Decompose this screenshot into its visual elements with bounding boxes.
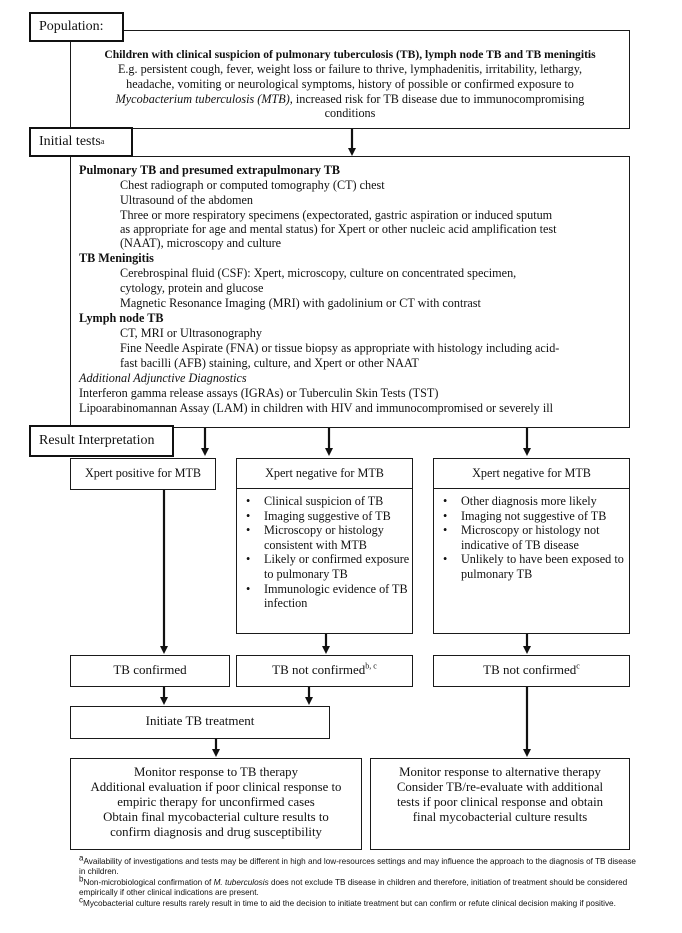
monitor-right-line: Consider TB/re-evaluate with additional [396, 780, 604, 794]
meningitis-item: Cerebrospinal fluid (CSF): Xpert, micros… [120, 266, 517, 280]
monitor-alternative-therapy-box [370, 758, 630, 850]
population-line-1: E.g. persistent cough, fever, weight los… [117, 62, 583, 76]
organism-name: Mycobacterium tuberculosis (MTB), [115, 92, 293, 106]
tb-not-confirmed-box-3 [433, 655, 630, 687]
list-item: Unlikely to have been exposed to pulmona… [439, 552, 627, 581]
lymph-item: CT, MRI or Ultrasonography [120, 326, 262, 340]
monitor-right-line: Monitor response to alternative therapy [399, 765, 601, 779]
list-item: Microscopy or histology consistent with … [242, 523, 410, 552]
monitor-right-line: final mycobacterial culture results [412, 810, 588, 824]
meningitis-item: Magnetic Resonance Imaging (MRI) with ga… [120, 296, 481, 310]
tb-not-confirmed-sup-3: c [576, 661, 580, 671]
list-item: Imaging not suggestive of TB [439, 509, 627, 524]
col3-title: Xpert negative for MTB [472, 466, 591, 480]
population-box [70, 30, 630, 129]
meningitis-heading: TB Meningitis [79, 251, 154, 265]
population-line-3-rest: increased risk for TB disease due to imm… [292, 92, 585, 106]
footnote-b-organism: M. tuberculosis [213, 878, 269, 887]
footnote-b-marker: b [79, 874, 84, 884]
tb-not-confirmed-text-3: TB not confirmed [483, 662, 577, 677]
pulmonary-item: Ultrasound of the abdomen [120, 193, 254, 207]
footnote-c-marker: c [79, 895, 83, 905]
lymph-item: fast bacilli (AFB) staining, culture, an… [120, 356, 419, 370]
col1-title: Xpert positive for MTB [84, 466, 202, 480]
col1-xpert-positive-box [70, 458, 216, 490]
list-item: Other diagnosis more likely [439, 494, 627, 509]
lymph-heading: Lymph node TB [79, 311, 164, 325]
pulmonary-item: as appropriate for age and mental status… [120, 222, 557, 236]
population-header: Population: [29, 12, 124, 42]
adjunctive-item: Lipoarabinomannan Assay (LAM) in childre… [79, 401, 553, 415]
monitor-right-line: tests if poor clinical response and obta… [396, 795, 604, 809]
list-item: Immunologic evidence of TB infection [242, 582, 410, 611]
footnote-a-text: Availability of investigations and tests… [79, 857, 636, 876]
col3-divider [433, 488, 630, 489]
initial-tests-box [70, 156, 630, 428]
footnote-b: bNon-microbiological confirmation of M. … [79, 875, 639, 898]
population-line-4: conditions [324, 106, 376, 120]
footnote-a: aAvailability of investigations and test… [79, 854, 639, 877]
col3-bullets: Other diagnosis more likely Imaging not … [439, 494, 627, 582]
tb-confirmed-label: TB confirmed [113, 662, 187, 677]
pulmonary-item: Chest radiograph or computed tomography … [120, 178, 385, 192]
list-item: Clinical suspicion of TB [242, 494, 410, 509]
list-item: Microscopy or histology not indicative o… [439, 523, 627, 552]
monitor-left-line: Monitor response to TB therapy [134, 765, 298, 779]
adjunctive-item: Interferon gamma release assays (IGRAs) … [79, 386, 439, 400]
tb-not-confirmed-label-2: TB not confirmedb, c [236, 661, 413, 678]
monitor-tb-therapy-box [70, 758, 362, 850]
monitor-left-line: confirm diagnosis and drug susceptibilit… [110, 825, 322, 839]
tb-not-confirmed-label-3: TB not confirmedc [433, 661, 630, 678]
list-item: Imaging suggestive of TB [242, 509, 410, 524]
tb-not-confirmed-sup-2: b, c [365, 661, 377, 671]
list-item: Likely or confirmed exposure to pulmonar… [242, 552, 410, 581]
result-interpretation-header: Result Interpretation [29, 425, 174, 457]
initiate-treatment-label: Initiate TB treatment [145, 713, 255, 728]
pulmonary-item: Three or more respiratory specimens (exp… [120, 208, 553, 222]
tb-not-confirmed-box-2 [236, 655, 413, 687]
col2-divider [236, 488, 413, 489]
footnote-c-text: Mycobacterial culture results rarely res… [83, 899, 616, 908]
tb-not-confirmed-text-2: TB not confirmed [272, 662, 366, 677]
tb-confirmed-box [70, 655, 230, 687]
monitor-left-line: empiric therapy for unconfirmed cases [117, 795, 315, 809]
population-line-2: headache, vomiting or neurological sympt… [126, 77, 574, 91]
footnote-a-marker: a [79, 853, 84, 863]
initiate-treatment-box [70, 706, 330, 739]
footnote-b-text-rest: does not exclude TB disease in children … [79, 878, 628, 897]
monitor-left-line: Additional evaluation if poor clinical r… [90, 780, 342, 794]
population-title: Children with clinical suspicion of pulm… [104, 48, 596, 61]
footnote-c: cMycobacterial culture results rarely re… [79, 896, 639, 909]
meningitis-item: cytology, protein and glucose [120, 281, 264, 295]
pulmonary-item: (NAAT), microscopy and culture [120, 236, 282, 250]
population-line-3: Mycobacterium tuberculosis (MTB), increa… [70, 92, 630, 107]
col2-title: Xpert negative for MTB [265, 466, 384, 480]
monitor-left-line: Obtain final mycobacterial culture resul… [103, 810, 329, 824]
initial-tests-label: Initial tests [39, 134, 101, 149]
col2-bullets: Clinical suspicion of TB Imaging suggest… [242, 494, 410, 611]
lymph-item: Fine Needle Aspirate (FNA) or tissue bio… [120, 341, 560, 355]
footnote-b-text: Non-microbiological confirmation of [83, 878, 214, 887]
pulmonary-heading: Pulmonary TB and presumed extrapulmonary… [79, 163, 341, 177]
adjunctive-heading: Additional Adjunctive Diagnostics [79, 371, 247, 385]
